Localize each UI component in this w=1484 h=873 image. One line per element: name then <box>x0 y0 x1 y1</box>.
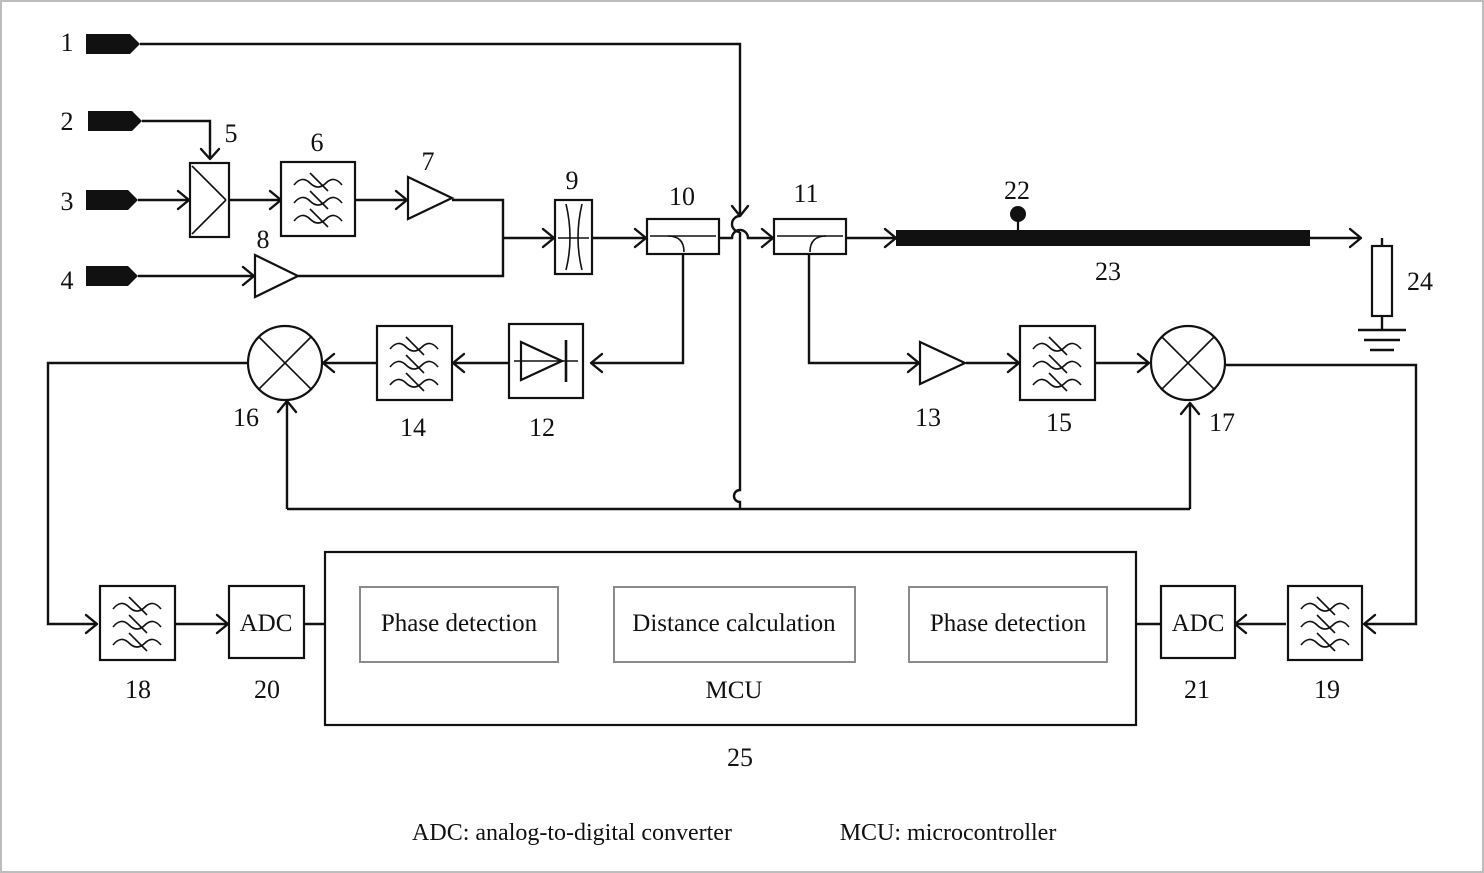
adc-right-label: ADC <box>1172 610 1225 637</box>
label-19: 19 <box>1314 675 1340 704</box>
label-11: 11 <box>793 179 818 208</box>
phase-detection-left-box <box>359 586 559 663</box>
phase-detection-left-label: Phase detection <box>381 610 538 637</box>
splitter-9 <box>553 198 594 276</box>
adc-left-label: ADC <box>240 610 293 637</box>
load-resistor-24 <box>1358 244 1406 352</box>
mixer-16 <box>246 324 324 402</box>
coupler-11 <box>772 217 848 256</box>
amplifier-8 <box>253 253 301 299</box>
filter-6 <box>279 160 357 238</box>
wire-port1 <box>140 42 742 214</box>
adc-21-box <box>1159 584 1237 660</box>
arrowhead <box>589 352 604 374</box>
port-4 <box>86 266 138 286</box>
legend-mcu: MCU: microcontroller <box>840 820 1057 846</box>
label-15: 15 <box>1046 408 1072 437</box>
mcu-label: MCU <box>706 677 763 704</box>
wire-10-12 <box>592 254 685 365</box>
wire-16-18 <box>46 361 247 626</box>
wire-17-19 <box>1226 363 1418 626</box>
adc-20-box <box>227 584 306 660</box>
distance-calculation-box <box>613 586 856 663</box>
label-3: 3 <box>61 187 74 216</box>
label-5: 5 <box>225 119 238 148</box>
wire-ref-down <box>732 232 742 509</box>
probe-22-head <box>1010 206 1026 222</box>
port-2 <box>88 111 142 131</box>
label-2: 2 <box>61 107 74 136</box>
arrowhead <box>1348 227 1363 249</box>
label-23: 23 <box>1095 257 1121 286</box>
label-10: 10 <box>669 182 695 211</box>
combiner-5 <box>188 161 231 239</box>
mixer-17 <box>1149 324 1227 402</box>
label-6: 6 <box>311 128 324 157</box>
distance-calculation-label: Distance calculation <box>632 610 836 637</box>
label-25: 25 <box>727 743 753 772</box>
label-24: 24 <box>1407 267 1433 296</box>
label-12: 12 <box>529 413 555 442</box>
label-16: 16 <box>233 403 259 432</box>
legend-adc: ADC: analog-to-digital converter <box>412 820 732 846</box>
arrowhead <box>1179 401 1201 416</box>
label-9: 9 <box>566 166 579 195</box>
label-14: 14 <box>400 413 426 442</box>
port-3 <box>86 190 138 210</box>
wire-port2 <box>142 119 212 158</box>
arrowhead <box>1362 613 1377 635</box>
coupler-10 <box>645 217 721 256</box>
detector-12 <box>507 322 585 400</box>
label-7: 7 <box>422 147 435 176</box>
wire-11-13 <box>807 254 918 365</box>
label-1: 1 <box>61 28 74 57</box>
amplifier-13 <box>918 340 968 386</box>
label-13: 13 <box>915 403 941 432</box>
phase-detection-right-label: Phase detection <box>930 610 1087 637</box>
filter-15 <box>1018 324 1097 402</box>
arrowhead <box>1136 352 1151 374</box>
arrowhead <box>84 613 99 635</box>
amplifier-7 <box>406 175 455 221</box>
filter-14 <box>375 324 454 402</box>
filter-18 <box>98 584 177 662</box>
arrowhead <box>199 147 221 161</box>
label-21: 21 <box>1184 675 1210 704</box>
filter-19 <box>1286 584 1364 662</box>
transmission-line-23 <box>896 230 1310 246</box>
label-20: 20 <box>254 675 280 704</box>
label-22: 22 <box>1004 176 1030 205</box>
label-4: 4 <box>61 266 74 295</box>
phase-detection-right-box <box>908 586 1108 663</box>
label-18: 18 <box>125 675 151 704</box>
label-8: 8 <box>257 225 270 254</box>
wire-10-11 <box>719 228 772 240</box>
label-17: 17 <box>1209 408 1235 437</box>
port-1 <box>86 34 140 54</box>
